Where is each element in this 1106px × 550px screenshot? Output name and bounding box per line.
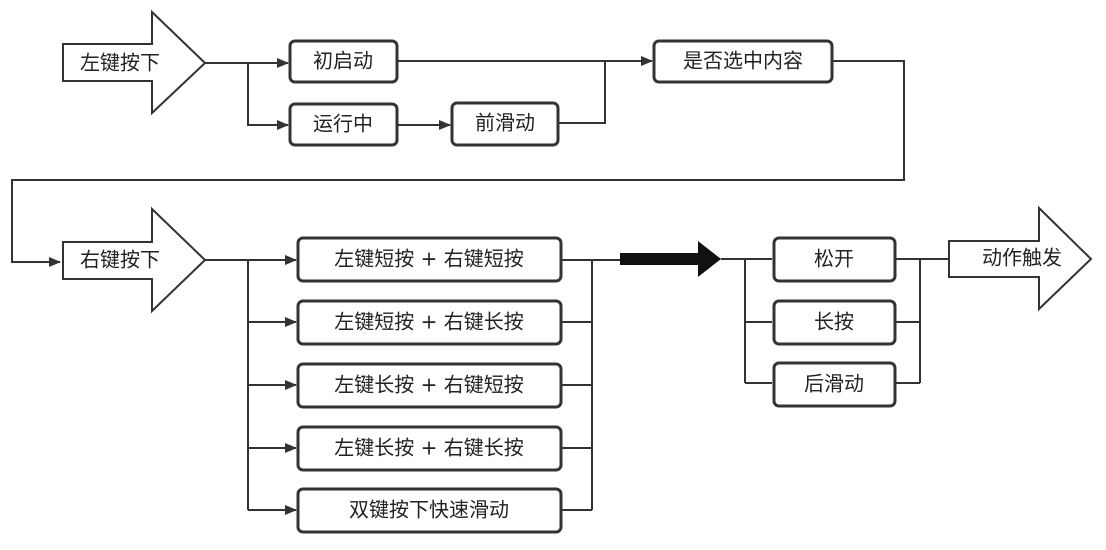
connector-content-selected-to-right-press	[11, 60, 905, 267]
node-initial-start: 初启动	[288, 39, 399, 84]
combo-5-label: 双键按下快速滑动	[349, 498, 509, 522]
running-label: 运行中	[313, 112, 373, 136]
combo-3-label: 左键长按 + 右键短按	[334, 373, 523, 397]
connector-pre-slide-to-merge	[558, 61, 606, 124]
node-post-slide: 后滑动	[772, 361, 897, 408]
node-combo-4: 左键长按 + 右键长按	[296, 425, 563, 472]
node-combo-1: 左键短按 + 右键短按	[296, 236, 563, 283]
combo-2-label: 左键短按 + 右键长按	[334, 310, 523, 334]
arrow-shape-action-trigger: 动作触发	[948, 205, 1093, 312]
thick-arrow-head	[698, 241, 721, 277]
content-selected-label: 是否选中内容	[683, 49, 803, 73]
node-running: 运行中	[288, 102, 399, 147]
connectors	[11, 56, 948, 515]
release-label: 松开	[814, 247, 854, 271]
node-combo-2: 左键短按 + 右键长按	[296, 299, 563, 346]
pre-slide-label: 前滑动	[475, 111, 535, 135]
initial-start-label: 初启动	[313, 49, 373, 73]
node-release: 松开	[772, 236, 897, 283]
node-combo-5: 双键按下快速滑动	[296, 487, 563, 534]
combo-1-label: 左键短按 + 右键短按	[334, 247, 523, 271]
arrow-shape-right-press: 右键按下	[62, 206, 207, 314]
left-press-label: 左键按下	[80, 51, 160, 75]
node-combo-3: 左键长按 + 右键短按	[296, 362, 563, 409]
action-trigger-label: 动作触发	[982, 246, 1062, 270]
arrow-shape-left-press: 左键按下	[62, 9, 207, 116]
long-press-label: 长按	[814, 310, 854, 334]
connector-left-press-to-running	[247, 63, 289, 130]
node-pre-slide: 前滑动	[450, 101, 560, 147]
node-content-selected: 是否选中内容	[652, 39, 834, 84]
post-slide-label: 后滑动	[804, 372, 864, 396]
thick-arrow-shaft	[620, 253, 700, 265]
node-long-press: 长按	[772, 299, 897, 346]
right-press-label: 右键按下	[80, 248, 160, 272]
combo-4-label: 左键长按 + 右键长按	[334, 436, 523, 460]
